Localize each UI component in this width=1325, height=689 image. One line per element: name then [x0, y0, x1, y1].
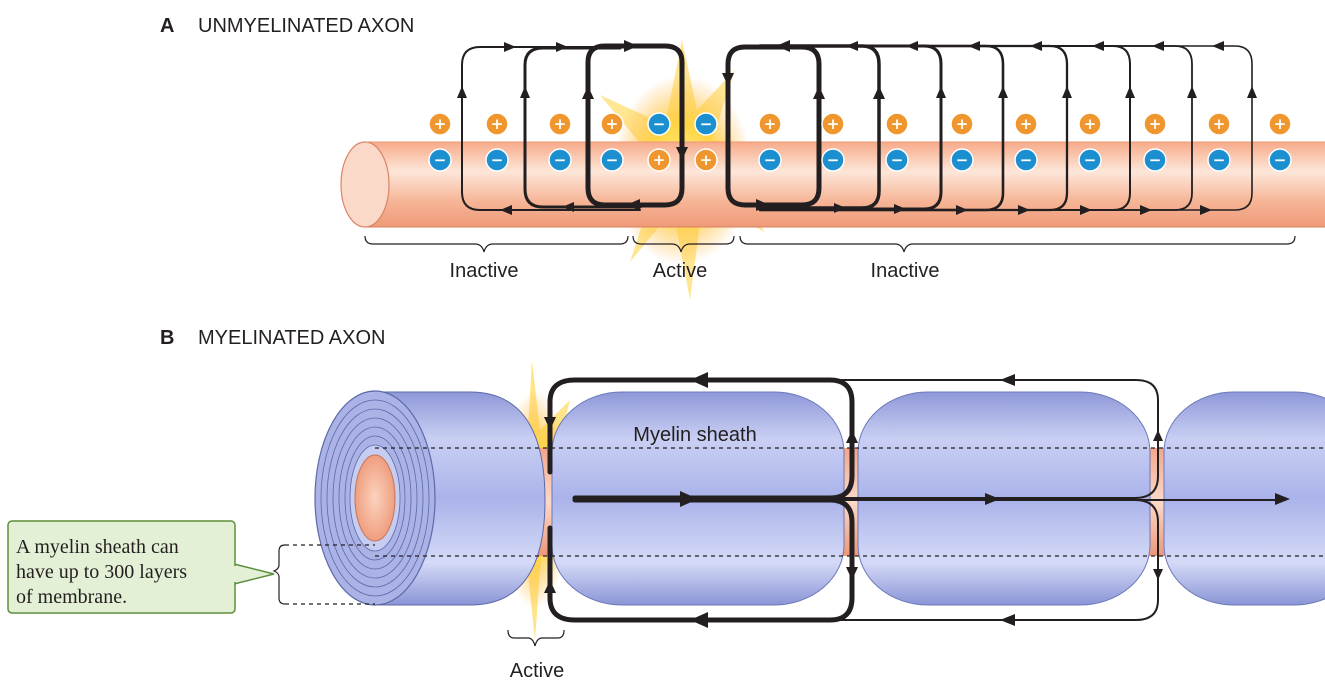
- current-arrows-a: [457, 40, 1257, 215]
- ion-symbol-outer-9: +: [956, 115, 969, 133]
- positive-ion-inner-5: [694, 148, 718, 172]
- ion-symbol-inner-10: −: [1020, 151, 1033, 169]
- negative-ion-inner-9: [950, 148, 974, 172]
- active-label-a: Active: [653, 260, 707, 282]
- outer-ion-row: + + + + − − + + + + + + + + +: [428, 112, 1292, 136]
- current-loops-a: [461, 43, 1253, 212]
- negative-ion-inner-1: [485, 148, 509, 172]
- panel-b-letter: B: [160, 327, 174, 349]
- ion-symbol-inner-7: −: [827, 151, 840, 169]
- negative-ion-inner-3: [600, 148, 624, 172]
- ion-symbol-inner-11: −: [1084, 151, 1097, 169]
- ion-symbol-outer-13: +: [1213, 115, 1226, 133]
- positive-ion-outer-0: [428, 112, 452, 136]
- positive-ion-outer-1: [485, 112, 509, 136]
- ion-symbol-outer-0: +: [434, 115, 447, 133]
- negative-ion-inner-10: [1014, 148, 1038, 172]
- ion-symbol-outer-11: +: [1084, 115, 1097, 133]
- ion-symbol-inner-12: −: [1149, 151, 1162, 169]
- ion-symbol-outer-8: +: [891, 115, 904, 133]
- negative-ion-outer-5: [694, 112, 718, 136]
- layers-callout: A myelin sheath can have up to 300 layer…: [7, 520, 375, 614]
- negative-ion-inner-12: [1143, 148, 1167, 172]
- active-label-b: Active: [510, 660, 564, 682]
- inner-ion-row: − − − − + + − − − − − − − − −: [428, 148, 1292, 172]
- panel-a-title: UNMYELINATED AXON: [198, 15, 414, 37]
- ion-symbol-outer-6: +: [764, 115, 777, 133]
- ion-symbol-inner-1: −: [491, 151, 504, 169]
- ion-symbol-outer-7: +: [827, 115, 840, 133]
- positive-ion-outer-13: [1207, 112, 1231, 136]
- panel-b-title: MYELINATED AXON: [198, 327, 385, 349]
- positive-ion-inner-4: [647, 148, 671, 172]
- negative-ion-inner-11: [1078, 148, 1102, 172]
- inactive-left-label: Inactive: [450, 260, 519, 282]
- positive-ion-outer-7: [821, 112, 845, 136]
- negative-ion-inner-14: [1268, 148, 1292, 172]
- current-arrows-b: [544, 372, 1290, 628]
- myelin-sheath-label: Myelin sheath: [633, 424, 756, 446]
- positive-ion-outer-14: [1268, 112, 1292, 136]
- positive-ion-outer-3: [600, 112, 624, 136]
- ion-symbol-outer-3: +: [606, 115, 619, 133]
- positive-ion-outer-11: [1078, 112, 1102, 136]
- negative-ion-outer-4: [647, 112, 671, 136]
- positive-ion-outer-9: [950, 112, 974, 136]
- panel-a-letter: A: [160, 15, 174, 37]
- region-braces-a: [364, 235, 1296, 253]
- ion-symbol-outer-1: +: [491, 115, 504, 133]
- ion-symbol-outer-5: −: [700, 115, 713, 133]
- ion-symbol-inner-9: −: [956, 151, 969, 169]
- callout-line-3: of membrane.: [16, 586, 127, 608]
- ion-symbol-inner-3: −: [606, 151, 619, 169]
- ion-symbol-inner-14: −: [1274, 151, 1287, 169]
- negative-ion-inner-13: [1207, 148, 1231, 172]
- ion-symbol-outer-2: +: [554, 115, 567, 133]
- ion-symbol-inner-4: +: [653, 151, 666, 169]
- ion-symbol-inner-5: +: [700, 151, 713, 169]
- negative-ion-inner-8: [885, 148, 909, 172]
- negative-ion-inner-6: [758, 148, 782, 172]
- ion-symbol-outer-14: +: [1274, 115, 1287, 133]
- ion-symbol-outer-10: +: [1020, 115, 1033, 133]
- positive-ion-outer-12: [1143, 112, 1167, 136]
- negative-ion-inner-2: [548, 148, 572, 172]
- negative-ion-inner-0: [428, 148, 452, 172]
- ion-symbol-inner-0: −: [434, 151, 447, 169]
- negative-ion-inner-7: [821, 148, 845, 172]
- callout-line-1: A myelin sheath can: [16, 536, 179, 558]
- myelin-spiral: [314, 390, 546, 606]
- ion-symbol-inner-2: −: [554, 151, 567, 169]
- ion-symbol-inner-6: −: [764, 151, 777, 169]
- positive-ion-outer-6: [758, 112, 782, 136]
- positive-ion-outer-2: [548, 112, 572, 136]
- ion-symbol-inner-8: −: [891, 151, 904, 169]
- positive-ion-outer-10: [1014, 112, 1038, 136]
- ion-symbol-outer-4: −: [653, 115, 666, 133]
- callout-line-2: have up to 300 layers: [16, 561, 187, 583]
- active-brace-b: [507, 629, 565, 647]
- inactive-right-label: Inactive: [871, 260, 940, 282]
- positive-ion-outer-8: [885, 112, 909, 136]
- ion-symbol-outer-12: +: [1149, 115, 1162, 133]
- ion-symbol-inner-13: −: [1213, 151, 1226, 169]
